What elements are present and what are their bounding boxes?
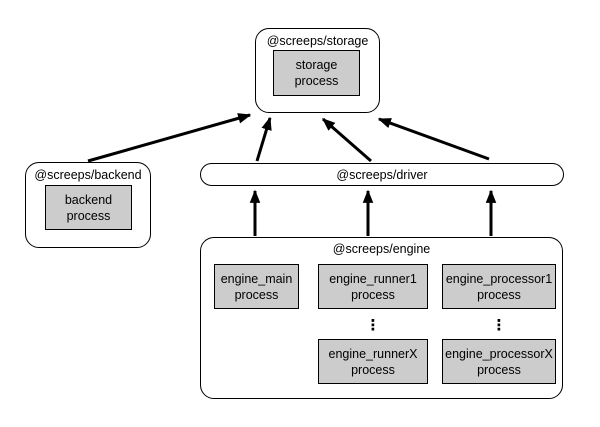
- ellipsis-processor: ⋮: [491, 317, 507, 334]
- ellipsis-runner: ⋮: [365, 317, 381, 334]
- node-driver-title: @screeps/driver: [336, 167, 428, 182]
- process-engine-runner1: engine_runner1 process: [318, 264, 428, 309]
- process-engine-processorX: engine_processorX process: [442, 339, 556, 384]
- edge-backend-to-storage: [87, 113, 252, 163]
- process-engine-main: engine_main process: [214, 264, 299, 309]
- process-engine-runnerX: engine_runnerX process: [318, 339, 428, 384]
- process-backend: backend process: [45, 185, 132, 230]
- node-engine: @screeps/engine engine_main process engi…: [200, 237, 563, 399]
- edge-driver-to-storage-right: [377, 117, 490, 161]
- edge-driver-to-storage-middle: [322, 117, 372, 163]
- node-engine-title: @screeps/engine: [332, 242, 431, 256]
- node-storage-title: @screeps/storage: [266, 34, 369, 48]
- edge-driver-to-storage-left: [255, 116, 272, 162]
- node-driver: @screeps/driver: [200, 163, 564, 186]
- node-backend: @screeps/backend backend process: [25, 162, 151, 248]
- process-engine-processor1: engine_processor1 process: [442, 264, 556, 309]
- node-storage: @screeps/storage storage process: [255, 28, 380, 113]
- node-backend-title: @screeps/backend: [34, 168, 142, 182]
- process-storage: storage process: [273, 50, 360, 96]
